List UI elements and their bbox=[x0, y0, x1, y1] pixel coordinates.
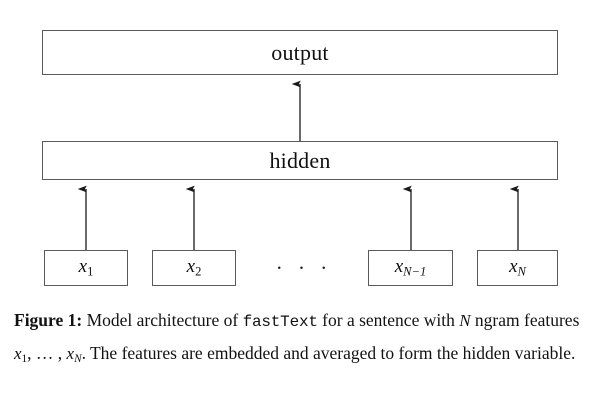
input-feature-box-xN-1: xN−1 bbox=[368, 250, 453, 286]
input-feature-label-xN: xN bbox=[509, 256, 526, 279]
caption-text-part2: for a sentence with bbox=[317, 310, 460, 330]
caption-var-x1: x1 bbox=[14, 344, 28, 366]
caption-text-part1: Model architecture of bbox=[82, 310, 243, 330]
caption-text-part4: . The features are embedded and averaged… bbox=[81, 343, 576, 363]
caption-var-n: N bbox=[459, 311, 471, 330]
input-feature-label-x1: x1 bbox=[78, 256, 94, 279]
diagram-arrows bbox=[0, 0, 600, 250]
caption-var-xN: xN bbox=[66, 344, 82, 366]
caption-figure-label: Figure 1: bbox=[14, 310, 83, 330]
caption-text-part3: ngram features bbox=[470, 310, 580, 330]
input-feature-box-xN: xN bbox=[477, 250, 558, 286]
caption-monospace-fasttext: fastText bbox=[242, 313, 318, 331]
ellipsis-separator: · · · bbox=[262, 250, 346, 286]
input-feature-box-x1: x1 bbox=[44, 250, 128, 286]
input-feature-label-x2: x2 bbox=[186, 256, 202, 279]
input-feature-label-xN-1: xN−1 bbox=[394, 256, 427, 279]
ellipsis-glyphs: · · · bbox=[275, 255, 333, 280]
caption-comma-dots: , … , bbox=[27, 343, 67, 363]
figure-caption: Figure 1: Model architecture of fastText… bbox=[14, 305, 586, 375]
output-layer-label: output bbox=[271, 39, 329, 65]
input-feature-box-x2: x2 bbox=[152, 250, 236, 286]
model-architecture-figure: output hidden x1 x2 · · · xN−1 xN bbox=[0, 0, 600, 286]
output-layer-box: output bbox=[42, 30, 558, 75]
hidden-layer-box: hidden bbox=[42, 141, 558, 180]
hidden-layer-label: hidden bbox=[269, 147, 331, 173]
